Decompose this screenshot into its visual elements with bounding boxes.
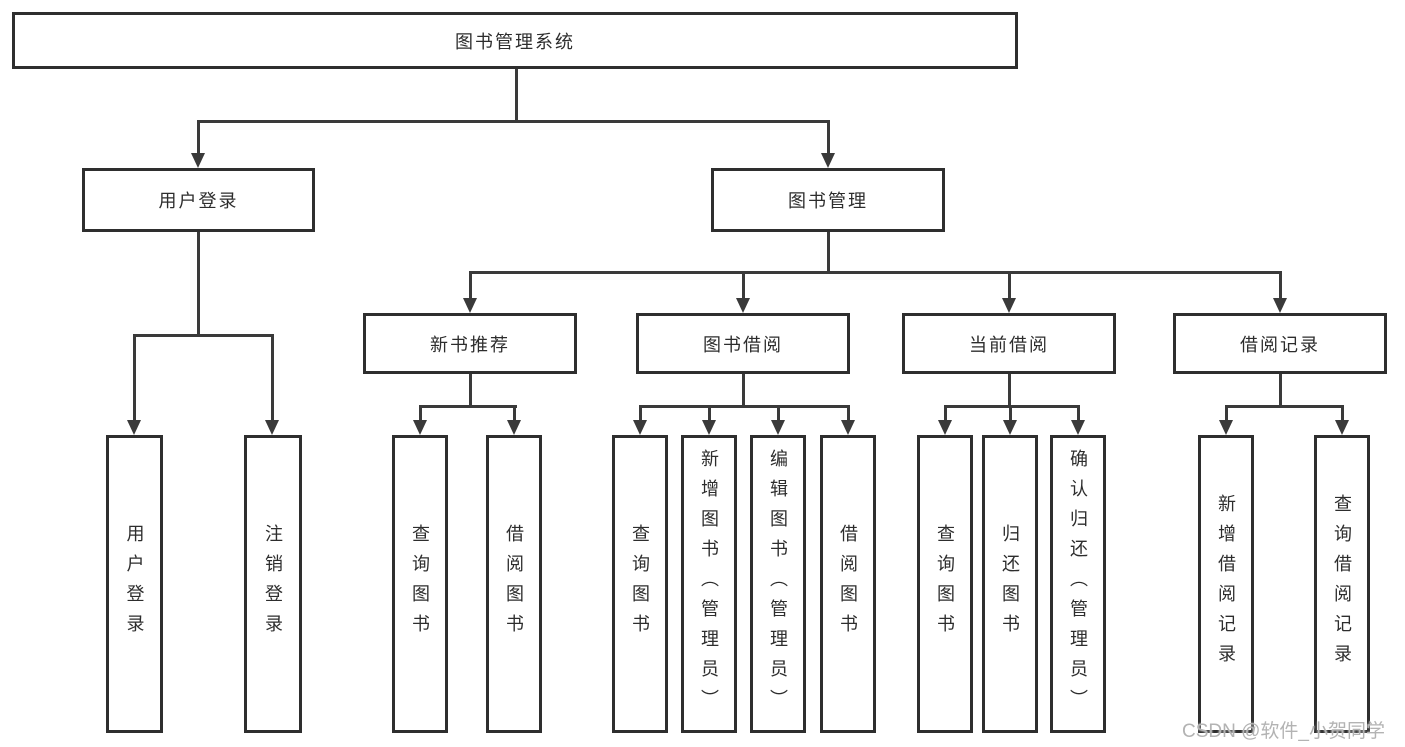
connector-arrow: [702, 420, 716, 435]
leaf-borrow-book: 借阅图书: [820, 435, 876, 733]
connector-line: [1341, 405, 1344, 422]
connector-line: [133, 334, 274, 337]
connector-line: [515, 69, 518, 121]
connector-arrow: [463, 298, 477, 313]
connector-arrow: [1219, 420, 1233, 435]
leaf-user-login: 用户登录: [106, 435, 163, 733]
connector-line: [827, 232, 830, 273]
connector-line: [742, 374, 745, 407]
leaf-current-return: 归还图书: [982, 435, 1038, 733]
connector-line: [513, 405, 516, 422]
node-borrow-records-label: 借阅记录: [1240, 334, 1320, 355]
connector-line: [197, 232, 200, 336]
leaf-borrow-query-label: 查询图书: [630, 524, 650, 644]
node-current-borrow-label: 当前借阅: [969, 334, 1049, 355]
connector-line: [1008, 374, 1011, 407]
connector-arrow: [1335, 420, 1349, 435]
connector-line: [419, 405, 517, 408]
connector-arrow: [191, 153, 205, 168]
leaf-records-query-label: 查询借阅记录: [1332, 494, 1352, 674]
connector-arrow: [413, 420, 427, 435]
node-book-borrow-label: 图书借阅: [703, 334, 783, 355]
leaf-borrow-add-admin: 新增图书（管理员）: [681, 435, 737, 733]
leaf-current-query: 查询图书: [917, 435, 973, 733]
connector-line: [197, 120, 830, 123]
leaf-borrow-book-label: 借阅图书: [838, 524, 858, 644]
leaf-logout: 注销登录: [244, 435, 302, 733]
csdn-watermark: CSDN @软件_小贺同学: [1182, 721, 1385, 742]
leaf-current-return-label: 归还图书: [1000, 524, 1020, 644]
connector-line: [469, 374, 472, 407]
leaf-borrow-add-admin-label: 新增图书（管理员）: [699, 449, 719, 719]
node-current-borrow: 当前借阅: [902, 313, 1116, 374]
connector-line: [1077, 405, 1080, 422]
leaf-current-query-label: 查询图书: [935, 524, 955, 644]
leaf-records-add-label: 新增借阅记录: [1216, 494, 1236, 674]
leaf-borrow-edit-admin: 编辑图书（管理员）: [750, 435, 806, 733]
connector-line: [1225, 405, 1228, 422]
leaf-current-confirm-admin: 确认归还（管理员）: [1050, 435, 1106, 733]
connector-line: [708, 405, 711, 422]
connector-line: [944, 405, 1080, 408]
connector-line: [1009, 405, 1012, 422]
connector-arrow: [1003, 420, 1017, 435]
leaf-newbook-borrow: 借阅图书: [486, 435, 542, 733]
connector-line: [742, 271, 745, 300]
leaf-borrow-edit-admin-label: 编辑图书（管理员）: [768, 449, 788, 719]
connector-line: [1279, 374, 1282, 407]
leaf-newbook-borrow-label: 借阅图书: [504, 524, 524, 644]
leaf-newbook-query-label: 查询图书: [410, 524, 430, 644]
connector-arrow: [841, 420, 855, 435]
connector-line: [133, 334, 136, 422]
node-new-book-recommend-label: 新书推荐: [430, 334, 510, 355]
node-user-login: 用户登录: [82, 168, 315, 232]
connector-line: [777, 405, 780, 422]
connector-arrow: [938, 420, 952, 435]
leaf-user-login-label: 用户登录: [124, 524, 145, 644]
connector-line: [639, 405, 642, 422]
connector-arrow: [771, 420, 785, 435]
connector-line: [944, 405, 947, 422]
connector-line: [197, 120, 200, 155]
connector-line: [1225, 405, 1344, 408]
connector-line: [469, 271, 1282, 274]
leaf-borrow-query: 查询图书: [612, 435, 668, 733]
node-user-login-label: 用户登录: [158, 191, 239, 211]
connector-arrow: [633, 420, 647, 435]
connector-line: [1008, 271, 1011, 300]
connector-arrow: [265, 420, 279, 435]
node-book-management-label: 图书管理: [788, 191, 868, 211]
node-book-borrow: 图书借阅: [636, 313, 850, 374]
connector-line: [847, 405, 850, 422]
connector-arrow: [1273, 298, 1287, 313]
connector-line: [419, 405, 422, 422]
connector-line: [827, 120, 830, 155]
connector-line: [639, 405, 850, 408]
leaf-records-query: 查询借阅记录: [1314, 435, 1370, 733]
connector-arrow: [1002, 298, 1016, 313]
connector-arrow: [127, 420, 141, 435]
leaf-newbook-query: 查询图书: [392, 435, 448, 733]
connector-line: [271, 334, 274, 422]
leaf-current-confirm-admin-label: 确认归还（管理员）: [1068, 449, 1088, 719]
node-root-label: 图书管理系统: [455, 31, 575, 52]
connector-arrow: [821, 153, 835, 168]
connector-arrow: [507, 420, 521, 435]
connector-arrow: [1071, 420, 1085, 435]
connector-line: [1279, 271, 1282, 300]
node-borrow-records: 借阅记录: [1173, 313, 1387, 374]
connector-line: [469, 271, 472, 300]
connector-arrow: [736, 298, 750, 313]
leaf-logout-label: 注销登录: [263, 524, 283, 644]
leaf-records-add: 新增借阅记录: [1198, 435, 1254, 733]
node-root: 图书管理系统: [12, 12, 1018, 69]
node-book-management: 图书管理: [711, 168, 945, 232]
node-new-book-recommend: 新书推荐: [363, 313, 577, 374]
